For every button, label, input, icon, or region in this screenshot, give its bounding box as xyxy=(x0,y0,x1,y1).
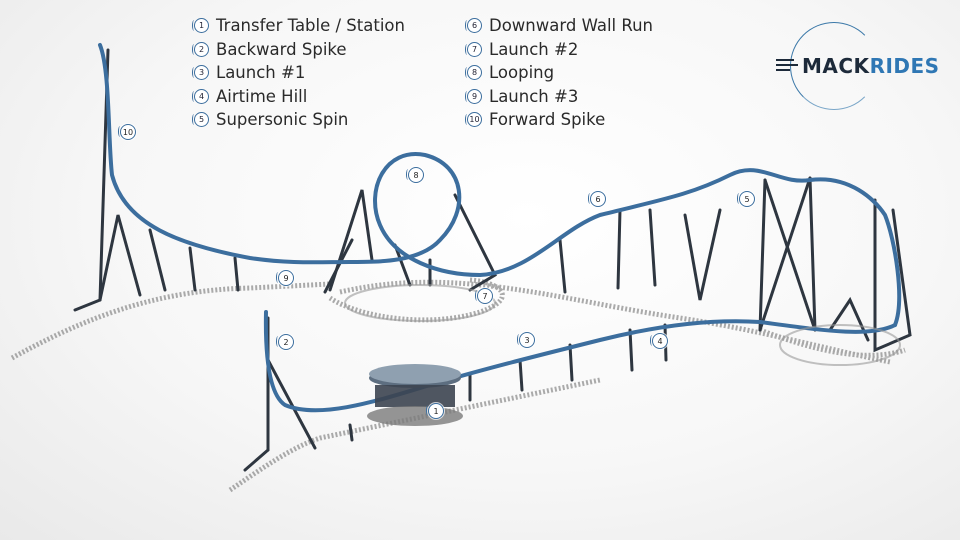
legend-right: 6 Downward Wall Run 7 Launch #2 8 Looping 9… xyxy=(465,14,653,132)
speed-lines-icon xyxy=(776,56,798,72)
legend-badge: 7 xyxy=(465,41,482,57)
legend-badge: 2 xyxy=(192,41,209,57)
legend-label: Backward Spike xyxy=(216,39,347,59)
ground-rails xyxy=(10,277,906,493)
station-platform xyxy=(367,364,463,426)
logo-rides: RIDES xyxy=(869,54,940,78)
legend-badge: 5 xyxy=(192,112,209,128)
legend-badge: 8 xyxy=(465,65,482,81)
legend-label: Launch #3 xyxy=(489,86,579,106)
mack-rides-logo: MACKRIDES xyxy=(776,22,939,112)
legend-item: 5 Supersonic Spin xyxy=(192,108,405,132)
legend-label: Launch #1 xyxy=(216,63,306,83)
marker-backward-spike: 2 xyxy=(276,334,294,350)
marker-downward-wall-run: 6 xyxy=(588,191,606,207)
logo-ring xyxy=(790,22,878,110)
legend-badge: 3 xyxy=(192,65,209,81)
legend-item: 9 Launch #3 xyxy=(465,85,653,109)
track xyxy=(98,43,902,413)
legend-badge: 4 xyxy=(192,88,209,104)
legend-label: Launch #2 xyxy=(489,39,579,59)
logo-wordmark: MACKRIDES xyxy=(802,54,940,78)
marker-launch-2: 7 xyxy=(475,288,493,304)
legend-badge: 1 xyxy=(192,18,209,34)
legend-item: 7 Launch #2 xyxy=(465,38,653,62)
legend-badge: 10 xyxy=(465,112,482,128)
legend-label: Supersonic Spin xyxy=(216,110,349,130)
legend-left: 1 Transfer Table / Station 2 Backward Spik… xyxy=(192,14,405,132)
legend-item: 2 Backward Spike xyxy=(192,38,405,62)
legend-item: 1 Transfer Table / Station xyxy=(192,14,405,38)
legend-item: 4 Airtime Hill xyxy=(192,85,405,109)
legend-item: 8 Looping xyxy=(465,61,653,85)
legend-item: 3 Launch #1 xyxy=(192,61,405,85)
marker-transfer-table: 1 xyxy=(426,403,444,419)
marker-launch-1: 3 xyxy=(517,332,535,348)
marker-supersonic-spin: 5 xyxy=(737,191,755,207)
legend-label: Airtime Hill xyxy=(216,86,308,106)
marker-airtime-hill: 4 xyxy=(650,333,668,349)
support-structure xyxy=(73,48,912,472)
marker-looping: 8 xyxy=(406,167,424,183)
legend-item: 10 Forward Spike xyxy=(465,108,653,132)
legend-label: Looping xyxy=(489,63,555,83)
legend-label: Forward Spike xyxy=(489,110,606,130)
legend-label: Downward Wall Run xyxy=(489,16,653,36)
legend-badge: 9 xyxy=(465,88,482,104)
marker-launch-3: 9 xyxy=(276,270,294,286)
marker-forward-spike: 10 xyxy=(118,124,136,140)
ground-footprints xyxy=(344,284,901,366)
legend-label: Transfer Table / Station xyxy=(216,16,405,36)
logo-mack: MACK xyxy=(802,54,870,78)
legend-item: 6 Downward Wall Run xyxy=(465,14,653,38)
legend-badge: 6 xyxy=(465,18,482,34)
